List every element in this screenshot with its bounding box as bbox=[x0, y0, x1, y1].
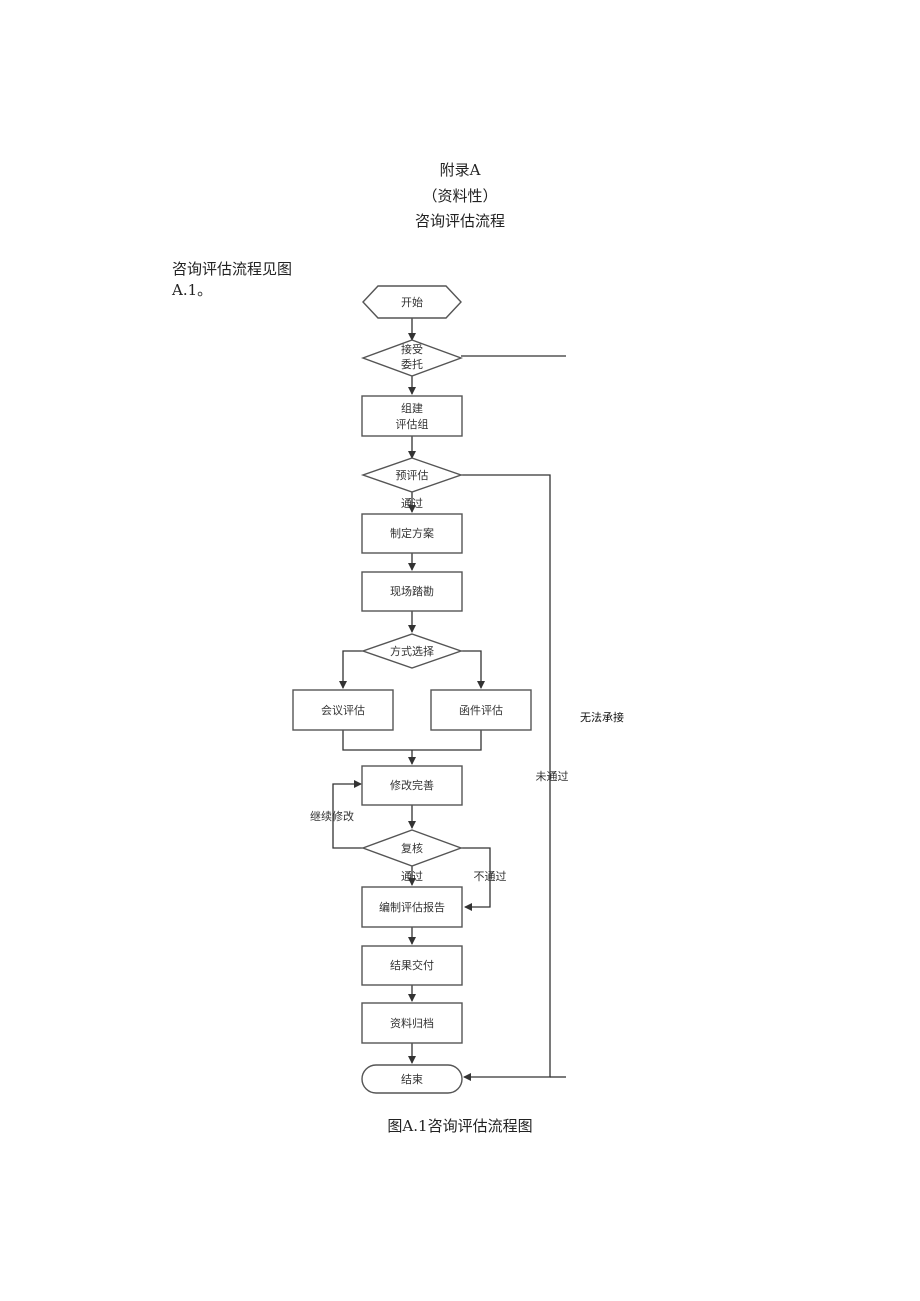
node-letter-assess-shape bbox=[430, 689, 532, 731]
node-accept-shape bbox=[360, 339, 464, 377]
node-archive-shape bbox=[361, 1002, 463, 1044]
node-pre-assess-label: 预评估 bbox=[396, 469, 429, 482]
label-pass-pre-assess: 通过 bbox=[401, 497, 423, 510]
label-fail-pre-assess: 未通过 bbox=[536, 770, 569, 783]
node-site-survey-shape bbox=[361, 571, 463, 612]
appendix-nature: （资料性） bbox=[422, 187, 498, 205]
label-pass-review: 通过 bbox=[401, 870, 423, 883]
node-review-label: 复核 bbox=[401, 841, 423, 855]
edge-review-continue bbox=[332, 780, 363, 849]
label-cannot-accept: 无法承接 bbox=[580, 711, 624, 724]
edge-review-fail bbox=[461, 847, 491, 911]
flowchart-nodes: 开始 接受 委托 组建 评估组 预评估 制定方案 现场踏勘 方式选择 会议评估 … bbox=[292, 285, 532, 1094]
node-form-team-shape bbox=[361, 395, 463, 437]
intro-text-line2: A.1。 bbox=[172, 281, 213, 299]
edge-preassess-fail bbox=[461, 474, 551, 1081]
node-make-plan-shape bbox=[361, 513, 463, 554]
node-method-select-shape bbox=[360, 633, 464, 669]
node-make-plan-label: 制定方案 bbox=[390, 526, 434, 540]
node-form-team-label-line1: 组建 bbox=[401, 401, 423, 415]
node-archive-label: 资料归档 bbox=[390, 1016, 434, 1030]
node-review-shape bbox=[360, 829, 464, 867]
node-accept-label-line2: 委托 bbox=[401, 357, 423, 371]
appendix-label: 附录A bbox=[439, 161, 481, 179]
flowchart-edge-labels: 通过 未通过 继续修改 通过 不通过 bbox=[310, 497, 569, 883]
edge-method-letter bbox=[461, 650, 485, 689]
figure-caption: 图A.1咨询评估流程图 bbox=[387, 1117, 533, 1135]
flowchart-edges bbox=[332, 318, 566, 1081]
node-letter-assess-label: 函件评估 bbox=[459, 704, 503, 717]
node-start-label: 开始 bbox=[401, 295, 423, 309]
node-end-shape bbox=[361, 1064, 463, 1094]
node-end-label: 结束 bbox=[401, 1073, 423, 1086]
appendix-title: 咨询评估流程 bbox=[414, 212, 505, 230]
node-revise-shape bbox=[361, 765, 463, 806]
node-revise-label: 修改完善 bbox=[390, 778, 434, 792]
node-write-report-shape bbox=[361, 886, 463, 928]
node-form-team-label-line2: 评估组 bbox=[396, 417, 429, 431]
node-site-survey-label: 现场踏勘 bbox=[390, 584, 434, 598]
node-accept-label-line1: 接受 bbox=[401, 343, 423, 356]
edge-merge-assessments bbox=[342, 730, 482, 751]
label-fail-review: 不通过 bbox=[474, 870, 507, 883]
node-deliver-label: 结果交付 bbox=[390, 958, 434, 972]
node-meeting-assess-shape bbox=[292, 689, 394, 731]
node-write-report-label: 编制评估报告 bbox=[379, 900, 445, 914]
label-continue-revise: 继续修改 bbox=[310, 809, 354, 823]
edge-method-meeting bbox=[339, 650, 363, 689]
node-deliver-shape bbox=[361, 945, 463, 986]
node-meeting-assess-label: 会议评估 bbox=[321, 704, 365, 717]
node-pre-assess-shape bbox=[360, 457, 464, 493]
node-start-shape bbox=[362, 285, 462, 319]
node-method-select-label: 方式选择 bbox=[390, 644, 434, 658]
intro-text-line1: 咨询评估流程见图 bbox=[172, 260, 293, 278]
